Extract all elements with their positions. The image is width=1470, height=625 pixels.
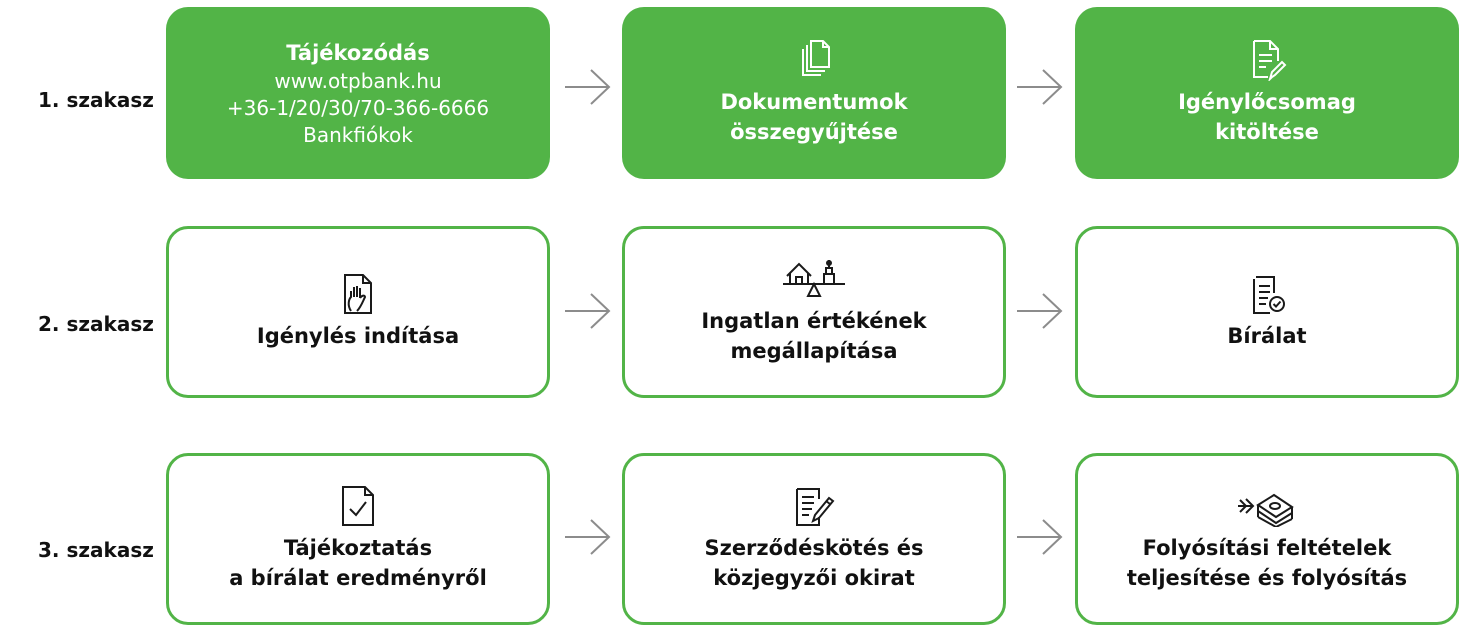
- box-title-line: a bírálat eredményről: [229, 566, 487, 590]
- box-title-line: Igénylőcsomag: [1178, 90, 1356, 114]
- box-title-line: teljesítése és folyósítás: [1126, 566, 1408, 590]
- form-edit-icon: [1253, 40, 1287, 81]
- box-tajekozodas: Tájékozódás www.otpbank.hu +36-1/20/30/7…: [166, 7, 550, 179]
- box-biralat: Bírálat: [1075, 226, 1459, 398]
- stage-1-label: 1. szakasz: [38, 88, 154, 112]
- box-ingatlan-erteke: Ingatlan értékének megállapítása: [622, 226, 1006, 398]
- box-title-line: közjegyzői okirat: [713, 566, 915, 590]
- document-check-icon: [1253, 276, 1285, 314]
- money-transfer-icon: [1238, 493, 1294, 527]
- box-tajekoztatas: Tájékoztatás a bírálat eredményről: [166, 453, 550, 625]
- checkbox-document-icon: [342, 486, 374, 526]
- box-folyositas: Folyósítási feltételek teljesítése és fo…: [1075, 453, 1459, 625]
- arrow-right-icon: [565, 519, 611, 555]
- box-szerzodeskotes: Szerződéskötés és közjegyzői okirat: [622, 453, 1006, 625]
- box-title: Tájékozódás: [286, 40, 430, 65]
- box-dokumentumok: Dokumentumok összegyűjtése: [622, 7, 1006, 179]
- box-igenylocsomag: Igénylőcsomag kitöltése: [1075, 7, 1459, 179]
- arrow-right-icon: [1017, 293, 1063, 329]
- box-title-line: Igénylés indítása: [256, 324, 460, 348]
- contract-sign-icon: [796, 488, 835, 526]
- box-title-line: Dokumentumok: [720, 90, 908, 114]
- box-text-line: www.otpbank.hu: [274, 68, 442, 93]
- documents-icon: [802, 40, 830, 76]
- box-igenyles-inditasa: Igénylés indítása: [166, 226, 550, 398]
- box-title-line: összegyűjtése: [730, 120, 898, 144]
- box-text-line: +36-1/20/30/70-366-6666: [226, 95, 490, 120]
- box-title-line: Folyósítási feltételek: [1142, 536, 1392, 560]
- box-text-line: Bankfiókok: [303, 122, 413, 147]
- arrow-right-icon: [565, 69, 611, 105]
- document-hand-icon: [344, 274, 372, 314]
- stage-3-label: 3. szakasz: [38, 538, 154, 562]
- house-scale-icon: [783, 260, 845, 297]
- arrow-right-icon: [565, 293, 611, 329]
- box-title-line: Bírálat: [1227, 324, 1307, 348]
- box-title-line: kitöltése: [1215, 120, 1319, 144]
- stage-2-label: 2. szakasz: [38, 312, 154, 336]
- box-title-line: megállapítása: [730, 339, 898, 363]
- box-title-line: Ingatlan értékének: [701, 309, 927, 333]
- arrow-right-icon: [1017, 69, 1063, 105]
- box-title-line: Szerződéskötés és: [704, 536, 924, 560]
- box-title-line: Tájékoztatás: [283, 536, 433, 560]
- arrow-right-icon: [1017, 519, 1063, 555]
